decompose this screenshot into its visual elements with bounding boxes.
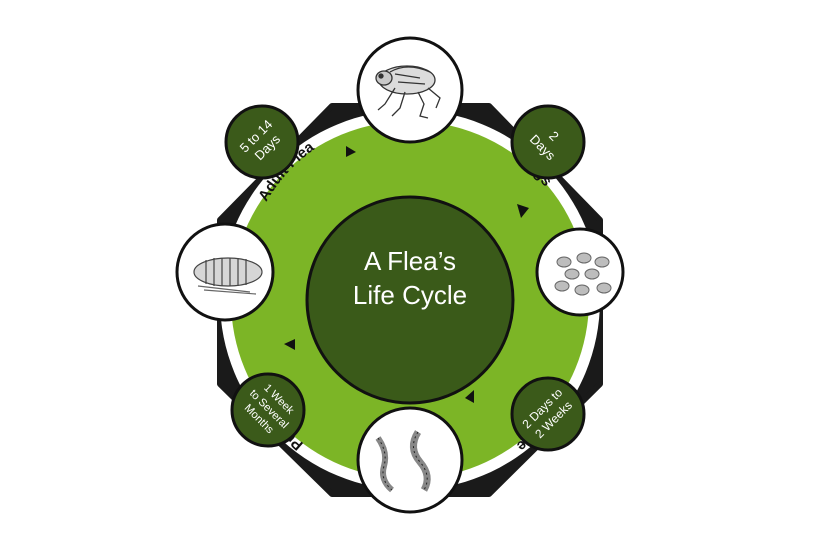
stage-circle-pupae [175,222,275,322]
flea-pupa-icon [193,257,263,295]
duration-badge-eggs: 2 Days [510,104,586,180]
duration-badge-larvae: 2 Days to 2 Weeks [510,376,586,452]
arrow-larvae-to-pupae-icon [465,390,474,403]
flea-eggs-icon [554,252,612,296]
stage-circle-larvae [356,406,464,514]
arrow-adult-to-eggs-icon [346,146,356,157]
title-line-2: Life Cycle [353,280,467,310]
arrow-eggs-to-larvae-icon [517,204,529,218]
center-disc [305,195,515,405]
stage-circle-eggs [535,227,625,317]
title-line-1: A Flea’s [364,246,456,276]
adult-flea-icon [375,65,441,119]
duration-badge-pupae: 1 Week to Several Months [230,372,306,448]
flea-larvae-icon [375,430,431,493]
arrow-pupae-to-adult-icon [284,339,295,350]
stage-circle-adult-flea [356,36,464,144]
duration-badge-adult: 5 to 14 Days [224,104,300,180]
